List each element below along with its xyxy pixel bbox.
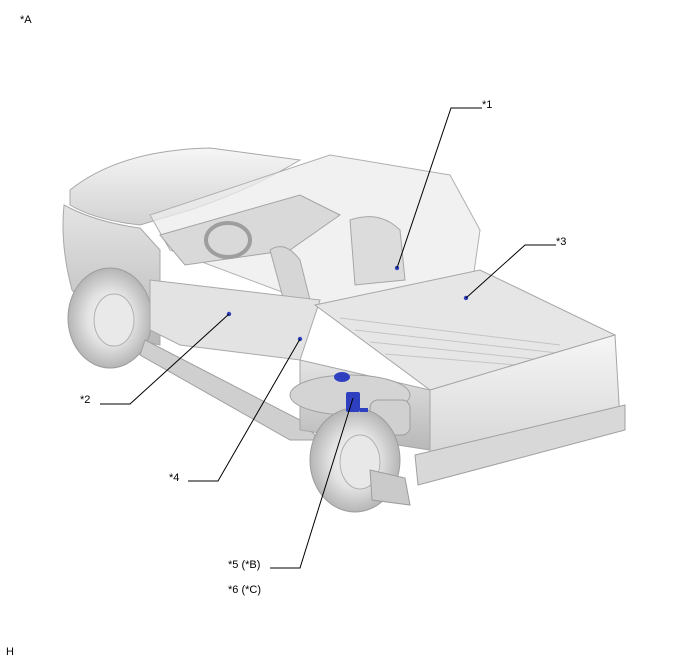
corner-code: H xyxy=(6,646,14,658)
component-6-sender xyxy=(346,392,360,412)
rear-seat xyxy=(349,216,406,286)
callout-label-1: *1 xyxy=(482,99,493,111)
highlighted-components xyxy=(226,265,469,412)
mud-flap xyxy=(369,469,411,506)
callout-label-2: *2 xyxy=(80,394,91,406)
view-label: *A xyxy=(20,14,32,26)
leader-line-5 xyxy=(270,397,354,569)
leader-line-4 xyxy=(188,338,301,482)
leader-line-3 xyxy=(465,244,556,299)
callout-label-5: *5 (*B) xyxy=(228,559,261,571)
front-seat xyxy=(269,246,311,306)
cab-floor xyxy=(149,279,321,361)
front-wheel-hub xyxy=(93,293,135,347)
callout-label-3: *3 xyxy=(556,236,567,248)
leader-lines xyxy=(100,107,556,569)
dashboard xyxy=(159,194,341,266)
side-step xyxy=(139,339,322,441)
leader-line-2 xyxy=(100,313,230,405)
callout-label-4: *4 xyxy=(169,472,180,484)
rear-bumper xyxy=(414,404,626,486)
steering-wheel xyxy=(204,221,252,259)
callout-label-6: *6 (*C) xyxy=(228,584,262,596)
component-5-fuel-pump xyxy=(334,372,350,382)
leader-line-1 xyxy=(396,107,482,269)
